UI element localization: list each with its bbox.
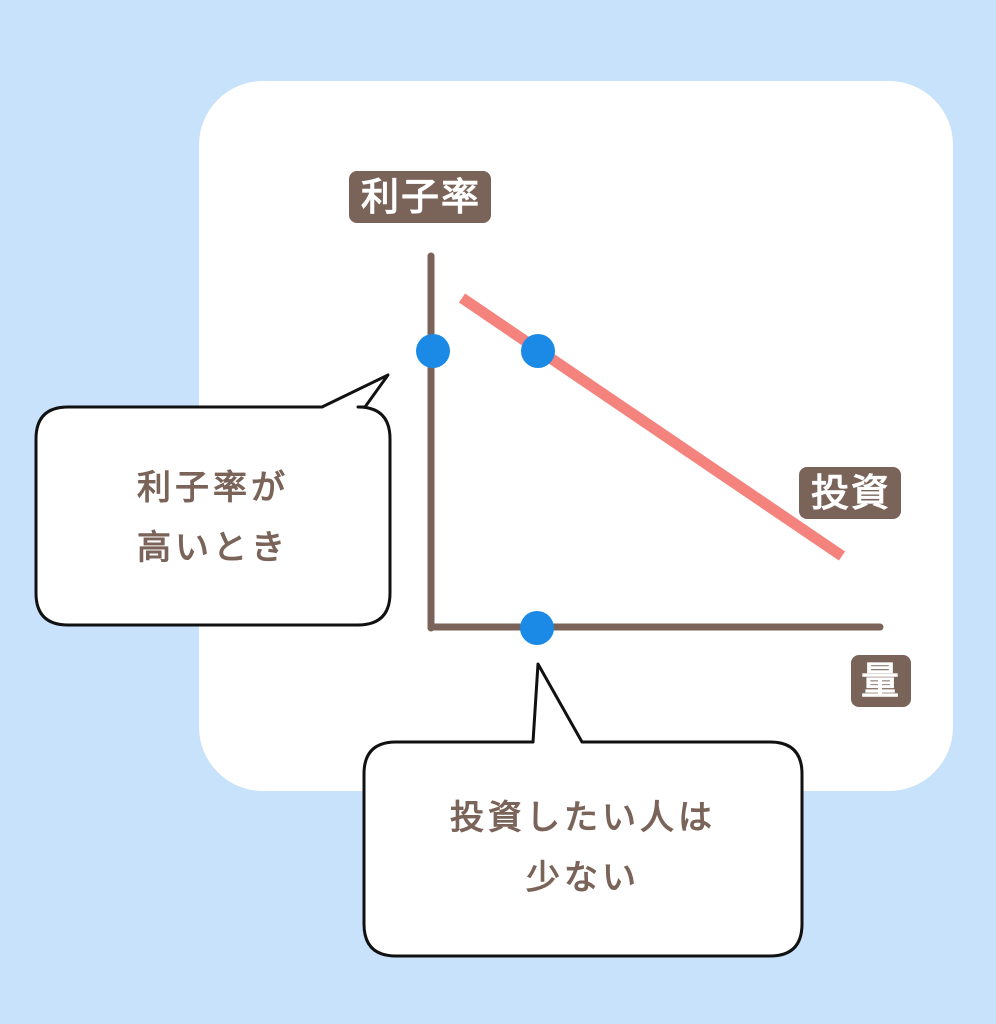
speech-bubble-low-investment <box>362 662 804 958</box>
investment-line <box>458 293 846 561</box>
bubble-low-investment-text: 投資したい人は 少ない <box>366 788 800 908</box>
quantity-point <box>520 611 554 645</box>
bubble-high-rate-line1: 利子率が <box>137 468 289 508</box>
bubble-low-investment-line1: 投資したい人は <box>450 798 716 838</box>
bubble-low-investment-line2: 少ない <box>526 858 640 898</box>
bubble-high-rate-line2: 高いとき <box>137 528 289 568</box>
x-axis-label: 量 <box>851 655 912 707</box>
line-point <box>521 334 555 368</box>
investment-line-label: 投資 <box>799 467 902 519</box>
y-axis-label: 利子率 <box>349 171 492 223</box>
speech-bubble-high-rate <box>34 373 392 627</box>
interest-rate-point <box>416 334 450 368</box>
bubble-high-rate-text: 利子率が 高いとき <box>38 458 388 578</box>
